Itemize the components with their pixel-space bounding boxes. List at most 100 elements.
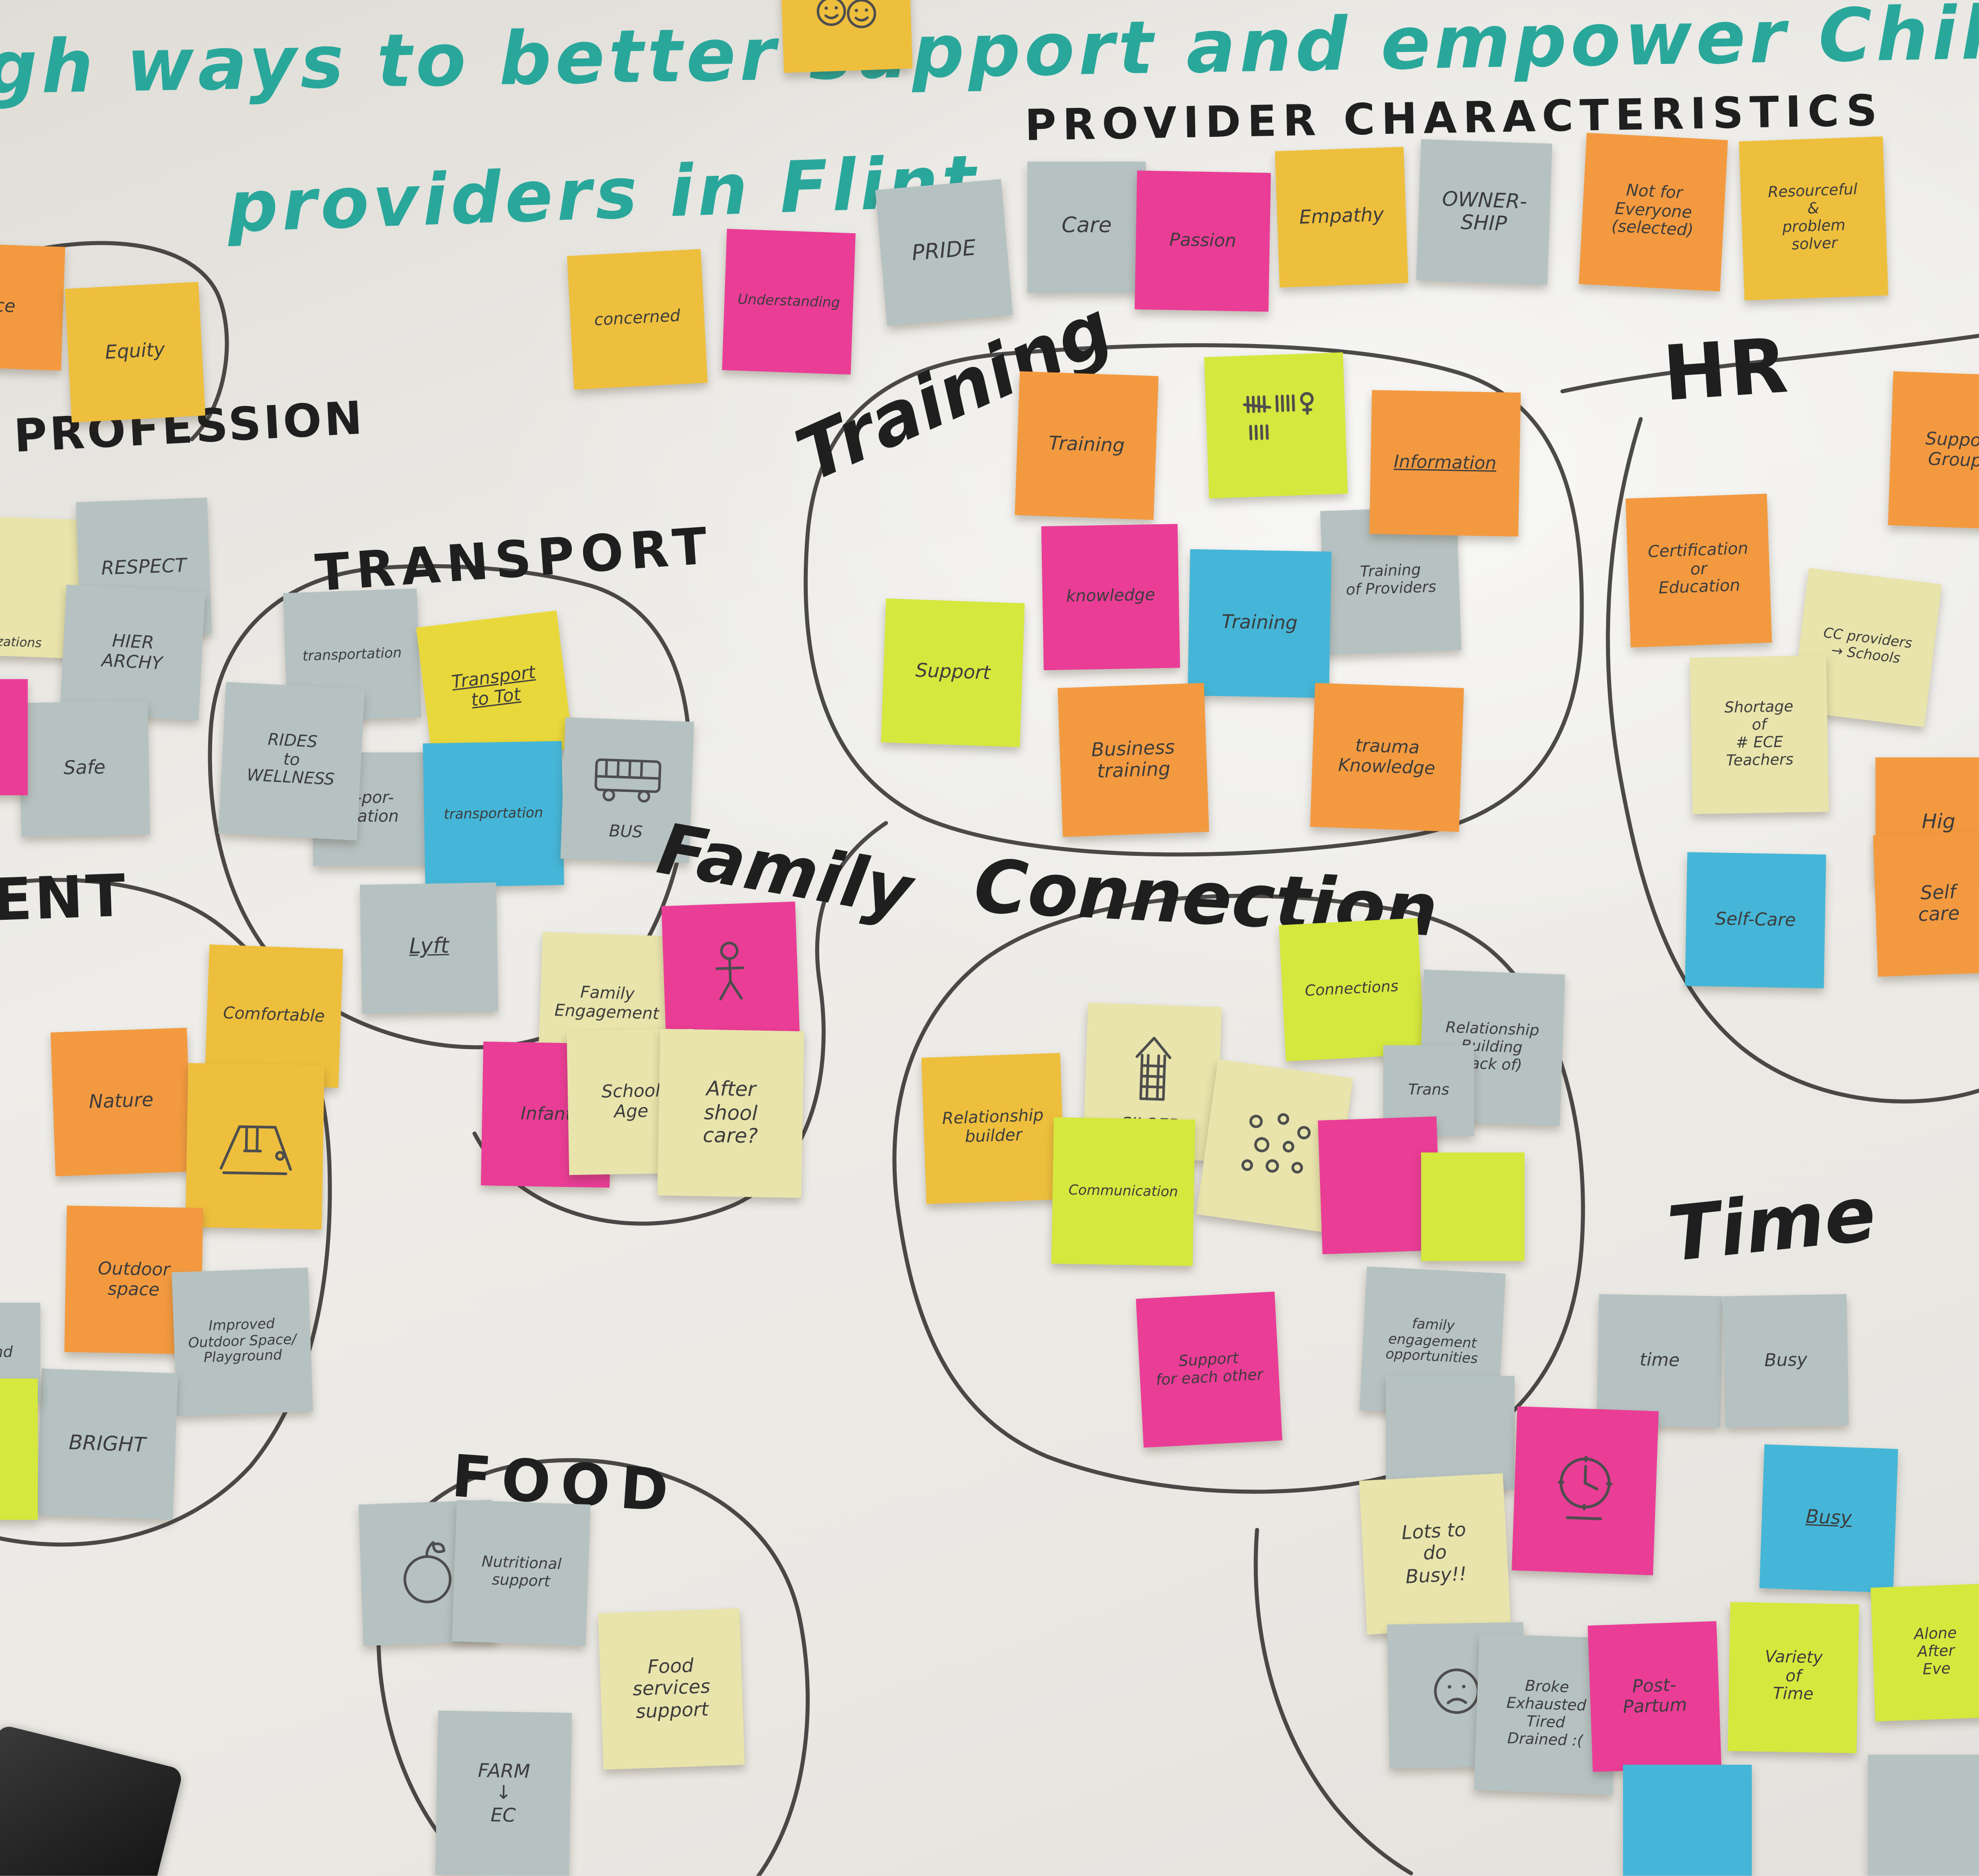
sticky-note: Support Groups <box>1888 371 1979 530</box>
sticky-note <box>1385 1376 1515 1490</box>
apple-doodle-icon <box>383 1528 473 1618</box>
sticky-note: trauma Knowledge <box>1310 683 1464 832</box>
sticky-note: PRIDE <box>875 179 1013 326</box>
sticky-note-text: PRIDE <box>911 236 978 267</box>
sticky-note: Support <box>881 598 1025 748</box>
sticky-note-text: Passion <box>1169 230 1237 252</box>
hr-arc-outline <box>1606 417 1979 1104</box>
sticky-note-text: Training <box>1048 432 1125 458</box>
sticky-note: Information <box>1369 390 1521 537</box>
sticky-note <box>1196 1059 1353 1233</box>
environment-blob-outline <box>0 878 332 1547</box>
sticky-note-text: OWNER- SHIP <box>1441 186 1528 236</box>
cluster-heading-hr: HR <box>1660 322 1793 419</box>
tallies-doodle-icon <box>1229 378 1323 472</box>
sticky-note: Resourceful & problem solver <box>1739 136 1889 301</box>
sticky-note <box>1868 1754 1979 1876</box>
sticky-note: Equity <box>64 282 206 423</box>
sticky-note-text: Lyft <box>409 934 449 960</box>
sticky-note-text: Not for Everyone (selected) <box>1611 181 1694 242</box>
sticky-note-text: Relationship builder <box>942 1107 1044 1147</box>
sticky-note: ce <box>0 243 65 371</box>
sticky-note-text: -por- tation <box>350 789 399 827</box>
sticky-note-text: Alone After Eve <box>1914 1624 1958 1678</box>
sticky-note <box>358 1500 497 1646</box>
sticky-note: HIER ARCHY <box>59 584 206 721</box>
sticky-note-text: Equity <box>104 338 166 365</box>
sticky-note: FARM ↓ EC <box>435 1710 572 1876</box>
sticky-note: Training <box>1187 549 1332 698</box>
silo-doodle-icon <box>1107 1026 1198 1117</box>
sticky-note-text: Hig <box>1922 808 1956 833</box>
sticky-note: Variety of Time <box>1727 1602 1859 1754</box>
sticky-note: time <box>1597 1294 1723 1428</box>
sticky-note: BUS <box>560 717 694 863</box>
sticky-note: Not for Everyone (selected) <box>1579 132 1728 292</box>
sticky-note-text: transportation <box>443 804 544 822</box>
sticky-note: concerned <box>567 249 708 390</box>
sticky-note: Self care <box>1873 831 1979 977</box>
sticky-note-text: family engagement opportunities <box>1385 1315 1478 1368</box>
sticky-note <box>185 1063 325 1230</box>
sticky-note-text: Resourceful & problem solver <box>1767 180 1858 253</box>
sticky-note-text: time <box>1639 1350 1680 1371</box>
sticky-note-text: Information <box>1393 452 1497 474</box>
sticky-note-text: Business training <box>1090 735 1175 783</box>
sticky-note-text: Family Engagement <box>554 984 660 1025</box>
sticky-note <box>1511 1406 1659 1575</box>
sticky-note-text: organizations <box>0 633 42 651</box>
sticky-note-text: Nutritional support <box>481 1552 562 1590</box>
sticky-note-text: Transport to Tot <box>450 663 537 711</box>
connection-blob-outline <box>892 894 1585 1494</box>
time-arc-outline <box>1254 1527 1413 1876</box>
sticky-note-text: HIER ARCHY <box>101 631 163 675</box>
sticky-note-text: Busy <box>1764 1350 1808 1372</box>
sticky-note <box>1421 1152 1525 1261</box>
sticky-note: Improved Outdoor Space/ Playground <box>171 1267 313 1417</box>
sticky-note-text: Shortage of # ECE Teachers <box>1724 698 1794 769</box>
sticky-note: Post- Partum <box>1588 1621 1722 1772</box>
sticky-note: Nature <box>50 1028 192 1176</box>
sticky-note: Nutritional support <box>452 1500 591 1646</box>
sticky-note: transportation <box>422 741 564 888</box>
sticky-note-text: BUS <box>609 822 643 842</box>
sticky-note-text: Support Groups <box>1925 429 1979 472</box>
sticky-note-text: Lots to do Busy!! <box>1401 1518 1467 1588</box>
sticky-note: Relationship builder <box>921 1053 1065 1204</box>
sticky-note: Safe <box>19 701 150 837</box>
sticky-note: Empathy <box>1275 146 1408 288</box>
sticky-note <box>0 679 28 795</box>
sticky-note <box>0 1378 38 1520</box>
sticky-note-text: Comfortable <box>223 1004 326 1027</box>
hr-line-outline <box>1560 334 1979 393</box>
sticky-note <box>781 0 913 73</box>
cheese-doodle-icon <box>1225 1096 1325 1196</box>
sticky-note: RIDES to WELLNESS <box>218 682 365 841</box>
sticky-note: Food services support <box>598 1608 745 1770</box>
sticky-note: Alone After Eve <box>1870 1583 1979 1722</box>
cluster-heading-environment: ENT <box>0 861 129 934</box>
sticky-note: Self-Care <box>1685 852 1826 989</box>
sticky-note-text: ound <box>0 1343 13 1361</box>
sticky-note-text: RESPECT <box>100 554 187 580</box>
sticky-note: Understanding <box>722 229 856 375</box>
sticky-note-text: After shool care? <box>702 1077 758 1148</box>
sticky-note-text: Support for each other <box>1155 1349 1264 1389</box>
sticky-note-text: Care <box>1061 213 1112 239</box>
sticky-note: SILOED <box>1082 1002 1222 1161</box>
sticky-note: knowledge <box>1041 524 1180 671</box>
sticky-note-text: Certification or Education <box>1648 539 1749 599</box>
sticky-note: Communication <box>1051 1117 1196 1266</box>
sticky-note-text: ce <box>0 296 16 318</box>
sticky-note-text: School Age <box>601 1081 660 1123</box>
sticky-note-text: knowledge <box>1066 585 1155 606</box>
bus-doodle-icon <box>585 737 671 823</box>
sticky-note-text: Empathy <box>1299 203 1384 229</box>
sticky-note-text: RIDES to WELLNESS <box>246 730 335 791</box>
sticky-note-text: Busy <box>1805 1505 1853 1530</box>
sticky-note: Training <box>1014 371 1159 520</box>
sticky-note-text: Support <box>915 659 991 685</box>
sticky-note <box>661 901 800 1050</box>
sticky-note: Certification or Education <box>1626 493 1772 648</box>
